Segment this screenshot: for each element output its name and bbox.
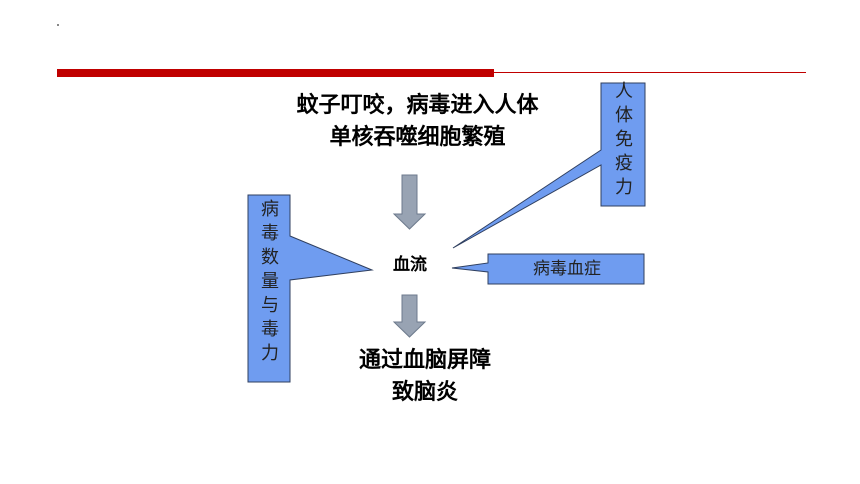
left-char: 力 xyxy=(261,343,279,364)
left-char: 病 xyxy=(261,199,279,220)
viremia-label: 病毒血症 xyxy=(533,259,601,279)
down-arrow-1 xyxy=(392,174,427,230)
callout-left xyxy=(247,194,374,383)
bloodstream-label: 血流 xyxy=(393,255,427,275)
down-arrow-2 xyxy=(392,294,427,338)
bottom-line-2: 致脑炎 xyxy=(391,380,458,405)
human-immunity-label: 人 体 免 疫 力 xyxy=(603,80,645,200)
top-line-1: 蚊子叮咬，病毒进入人体 xyxy=(296,93,539,118)
right-char: 疫 xyxy=(615,153,633,174)
top-line-2: 单核吞噬细胞繁殖 xyxy=(329,125,506,150)
bottom-line-1: 通过血脑屏障 xyxy=(358,348,491,373)
right-char: 力 xyxy=(615,177,633,198)
left-char: 数 xyxy=(261,247,279,268)
callout-right-mid xyxy=(451,253,645,285)
right-char: 人 xyxy=(615,81,633,102)
right-char: 体 xyxy=(615,105,633,126)
left-char: 与 xyxy=(261,295,279,316)
mosquito-bite-text: 蚊子叮咬，病毒进入人体 单核吞噬细胞繁殖 xyxy=(275,90,560,154)
left-char: 毒 xyxy=(261,319,279,340)
header-rule-thin xyxy=(494,72,806,73)
right-char: 免 xyxy=(615,129,633,150)
callout-right-top xyxy=(452,82,646,249)
encephalitis-text: 通过血脑屏障 致脑炎 xyxy=(340,345,510,409)
header-rule-thick xyxy=(57,69,494,77)
left-char: 量 xyxy=(261,271,279,292)
virus-quantity-virulence-label: 病 毒 数 量 与 毒 力 xyxy=(250,198,290,366)
left-char: 毒 xyxy=(261,223,279,244)
corner-dot xyxy=(57,24,59,26)
